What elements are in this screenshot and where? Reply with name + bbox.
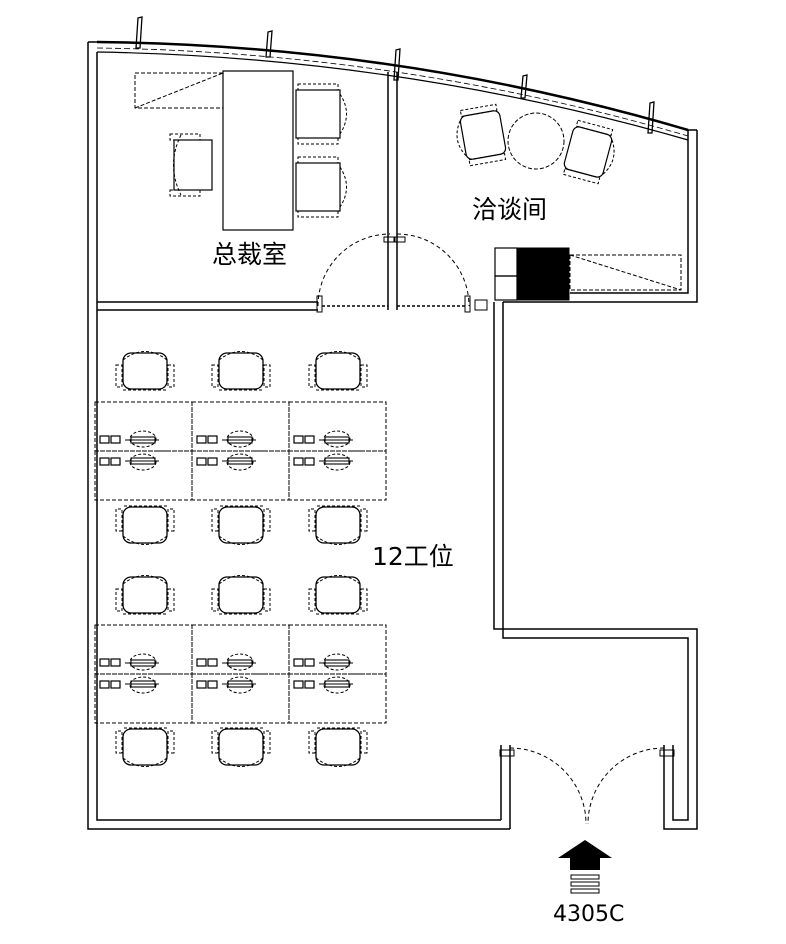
workstations xyxy=(94,350,387,768)
entrance-arrow-icon xyxy=(558,840,612,894)
room-label-workstations: 12工位 xyxy=(372,542,454,571)
room-label-meeting-room: 洽谈间 xyxy=(472,195,547,224)
doors xyxy=(316,233,675,825)
room-label-ceo-office: 总裁室 xyxy=(212,240,287,269)
meeting-room-furniture xyxy=(456,103,682,291)
entrance-unit-label: 4305C xyxy=(553,902,624,927)
walls xyxy=(87,41,698,830)
structural-column xyxy=(494,247,570,301)
ceo-office-furniture xyxy=(134,70,347,231)
curved-window xyxy=(96,16,689,141)
